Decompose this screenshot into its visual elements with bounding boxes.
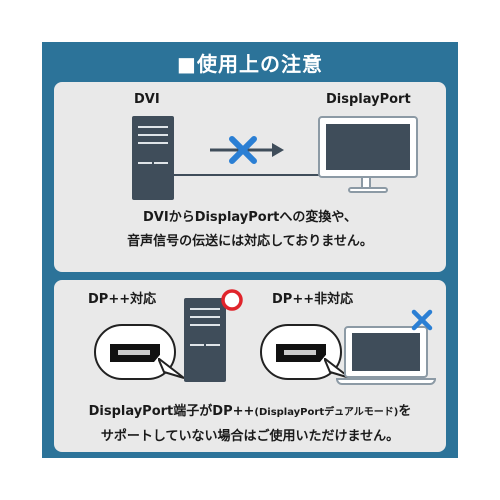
- dp-port-bubble-supported: [94, 324, 176, 380]
- cable-line: [174, 174, 324, 176]
- dp-note-line1-small: (DisplayPortデュアルモード): [254, 407, 399, 418]
- cross-icon: [229, 136, 257, 164]
- dvi-note-line2: 音声信号の伝送には対応しておりません。: [127, 234, 373, 249]
- dp-note-line2: サポートしていない場合はご使用いただけません。: [100, 429, 400, 444]
- bubble-tail-unsupported: [324, 358, 351, 379]
- pc-tower-supported-icon: [184, 298, 226, 382]
- dp-note-line1: DisplayPort端子がDP++(DisplayPortデュアルモード)を: [54, 400, 446, 419]
- dp-unsupported-label: DP++非対応: [272, 292, 354, 307]
- bubble-tail-supported: [158, 358, 185, 379]
- notice-frame: ■使用上の注意 DVI DisplayPort DVI: [42, 42, 458, 458]
- notice-title: ■使用上の注意: [177, 51, 323, 76]
- dp-port-icon: [110, 344, 160, 362]
- displayport-label: DisplayPort: [326, 92, 411, 107]
- dvi-note-line1: DVIからDisplayPortへの変換や、: [143, 210, 357, 225]
- dp-port-bubble-unsupported: [260, 324, 342, 380]
- pc-tower-icon: [132, 116, 174, 200]
- dp-port-icon: [276, 344, 326, 362]
- dvi-label: DVI: [134, 92, 160, 107]
- cross-icon: [411, 309, 433, 331]
- dp-note-line1-end: を: [398, 404, 412, 419]
- dvi-conversion-panel: DVI DisplayPort DVIからDisplayPortへの変換や、: [54, 82, 446, 272]
- monitor-icon: [318, 116, 418, 196]
- dp-supported-label: DP++対応: [88, 292, 157, 307]
- dp-plus-panel: DP++対応 DP++非対応: [54, 280, 446, 452]
- ok-circle-icon: [221, 289, 243, 311]
- dp-note-line1-main: DisplayPort端子がDP++: [88, 404, 255, 419]
- laptop-icon: [336, 326, 436, 386]
